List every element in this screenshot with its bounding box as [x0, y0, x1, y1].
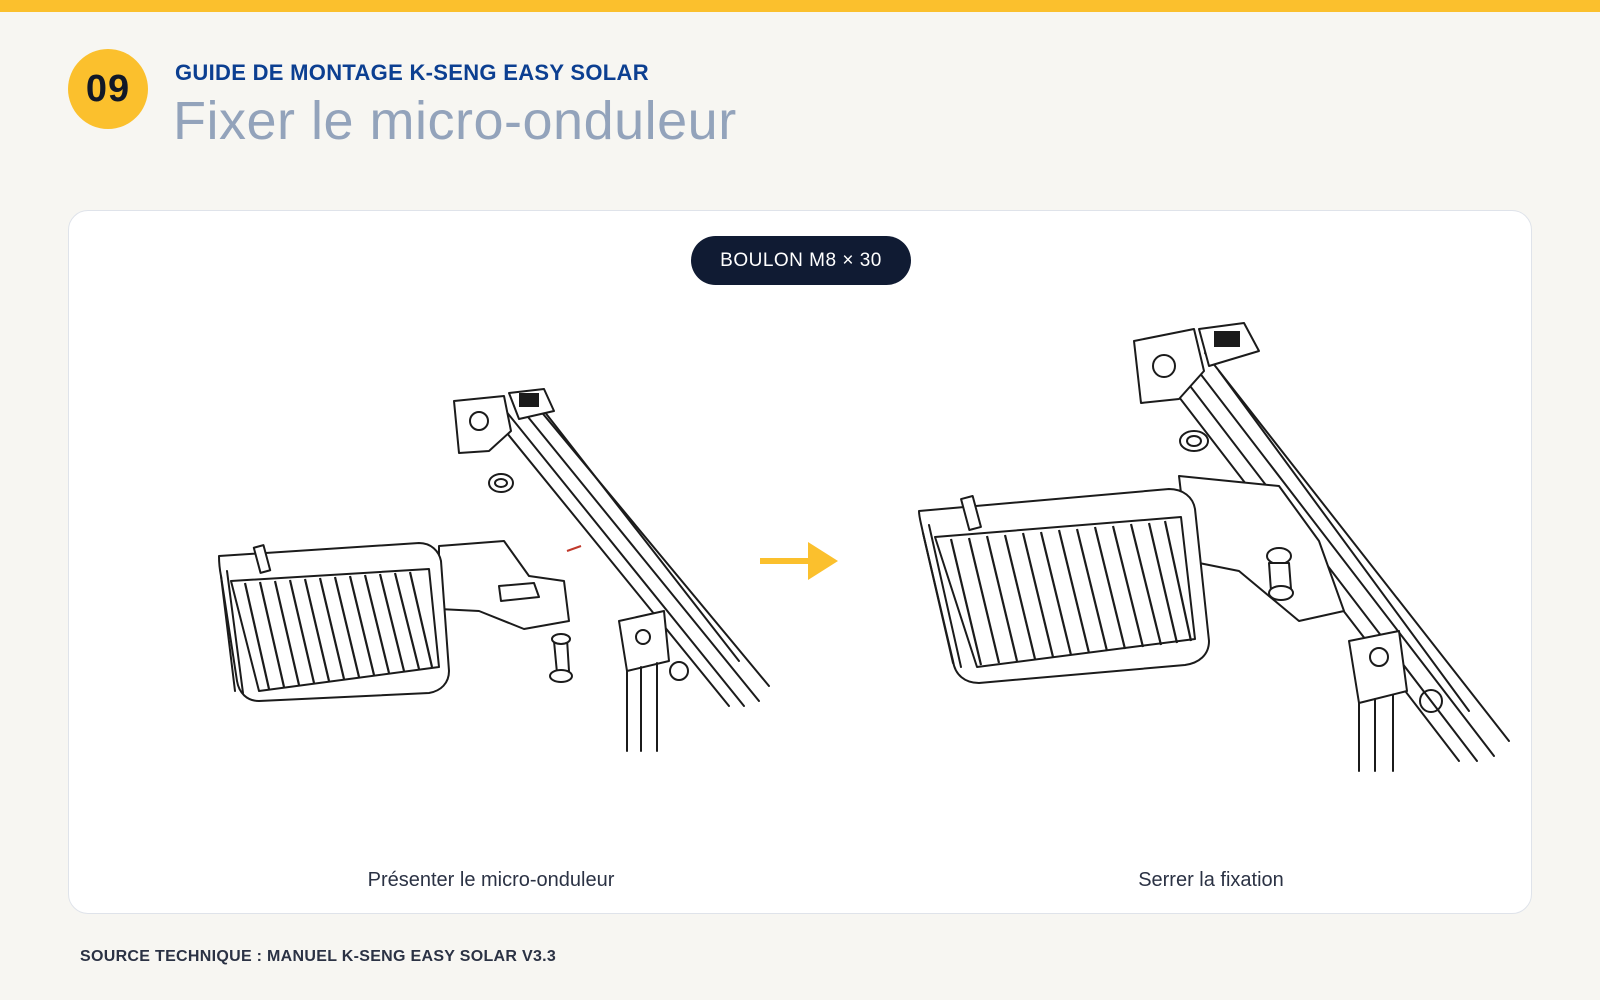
- caption-tighten: Serrer la fixation: [1138, 869, 1284, 891]
- illustration-card: BOULON M8 × 30: [68, 210, 1532, 914]
- inverter-fastened-illustration: [918, 322, 1510, 772]
- technical-source: SOURCE TECHNIQUE : MANUEL K-SENG EASY SO…: [80, 948, 557, 965]
- bolt-spec-badge: BOULON M8 × 30: [691, 236, 911, 285]
- inverter-present-illustration: [218, 388, 770, 752]
- caption-present: Présenter le micro-onduleur: [367, 869, 615, 891]
- step-number: 09: [85, 67, 131, 110]
- top-accent-bar: [0, 0, 1600, 12]
- guide-kicker: GUIDE DE MONTAGE K-SENG EASY SOLAR: [175, 60, 649, 85]
- step-number-badge: 09: [68, 49, 148, 129]
- page-title: Fixer le micro-onduleur: [173, 91, 737, 151]
- arrow-right-icon: [760, 542, 838, 580]
